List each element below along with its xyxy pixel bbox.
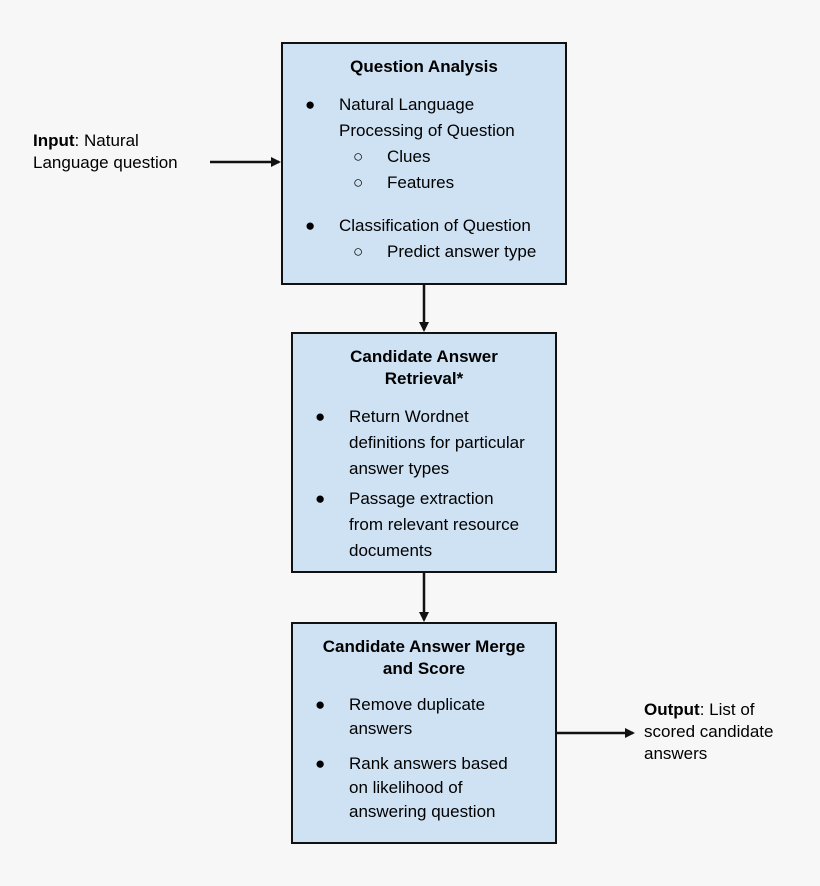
- output-label-bold: Output: [644, 700, 700, 719]
- sub-bullet-icon: ○: [353, 173, 364, 192]
- output-label-text2: scored candidate: [644, 722, 774, 741]
- bullet-icon: ●: [315, 407, 326, 426]
- output-label-text1: : List of: [699, 700, 755, 719]
- cr-bullet-1-line2: definitions for particular: [349, 433, 525, 452]
- bullet-icon: ●: [305, 95, 316, 114]
- input-label-bold: Input: [33, 131, 75, 150]
- ms-bullet-1-line1: Remove duplicate: [349, 695, 486, 714]
- cr-bullet-1-line1: Return Wordnet: [349, 407, 469, 426]
- ms-bullet-2-line2: on likelihood of: [349, 778, 463, 797]
- cr-bullet-1-line3: answer types: [349, 459, 450, 478]
- bullet-icon: ●: [315, 754, 326, 773]
- bullet-icon: ●: [305, 216, 316, 235]
- ms-bullet-2-line3: answering question: [349, 802, 496, 821]
- qa-bullet-1-line2: Processing of Question: [339, 121, 515, 140]
- input-label-text1: : Natural: [74, 131, 139, 150]
- ms-bullet-1-line2: answers: [349, 719, 413, 738]
- cr-bullet-2-line1: Passage extraction: [349, 489, 494, 508]
- merge-score-title-line2: and Score: [382, 659, 466, 678]
- bullet-icon: ●: [315, 489, 326, 508]
- merge-score-box: Candidate Answer Merge and Score ● Remov…: [291, 622, 557, 844]
- input-label: Input: Natural Language question: [33, 130, 178, 174]
- qa-sub-clues-text: Clues: [387, 147, 431, 166]
- qa-bullet-1-line1: Natural Language: [339, 95, 475, 114]
- candidate-retrieval-title-line1: Candidate Answer: [350, 347, 498, 366]
- output-label: Output: List of scored candidate answers: [644, 699, 773, 765]
- qa-sub-predict-text: Predict answer type: [387, 242, 537, 261]
- merge-score-title-line1: Candidate Answer Merge: [322, 637, 526, 656]
- cr-bullet-2-line3: documents: [349, 541, 433, 560]
- sub-bullet-icon: ○: [353, 242, 364, 261]
- candidate-retrieval-box: Candidate Answer Retrieval* ● Return Wor…: [291, 332, 557, 573]
- question-analysis-title: Question Analysis: [350, 57, 498, 76]
- candidate-retrieval-title-line2: Retrieval*: [384, 369, 464, 388]
- sub-bullet-icon: ○: [353, 147, 364, 166]
- bullet-icon: ●: [315, 695, 326, 714]
- cr-bullet-2-line2: from relevant resource: [349, 515, 520, 534]
- question-analysis-box: Question Analysis ● Natural Language Pro…: [281, 42, 567, 285]
- ms-bullet-2-line1: Rank answers based: [349, 754, 508, 773]
- qa-bullet-2-text: Classification of Question: [339, 216, 531, 235]
- output-label-text3: answers: [644, 744, 708, 763]
- qa-sub-features-text: Features: [387, 173, 455, 192]
- input-label-text2: Language question: [33, 153, 178, 172]
